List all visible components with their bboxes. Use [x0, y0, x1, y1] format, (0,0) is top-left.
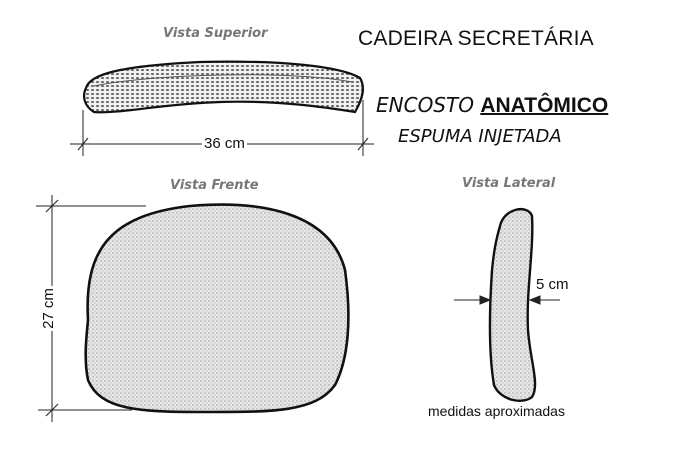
thickness-dimension-label: 5 cm — [536, 276, 569, 293]
width-dimension-label: 36 cm — [202, 135, 247, 152]
side-view-label: Vista Lateral — [462, 176, 556, 191]
height-dimension-label: 27 cm — [39, 286, 57, 331]
footnote: medidas aproximadas — [428, 403, 565, 419]
subtitle-line1: ENCOSTO ANATÔMICO — [376, 93, 608, 118]
top-view-label: Vista Superior — [163, 26, 268, 41]
front-view-shape — [84, 203, 350, 414]
subtitle-prefix: ENCOSTO — [376, 93, 474, 117]
page-title: CADEIRA SECRETÁRIA — [358, 27, 594, 50]
top-view-shape — [83, 60, 364, 114]
thickness-dimension-arrows — [454, 295, 560, 305]
subtitle-line2: ESPUMA INJETADA — [398, 126, 562, 147]
front-view-label: Vista Frente — [170, 178, 259, 193]
subtitle-emphasis: ANATÔMICO — [480, 94, 609, 117]
side-view-shape — [488, 207, 537, 402]
